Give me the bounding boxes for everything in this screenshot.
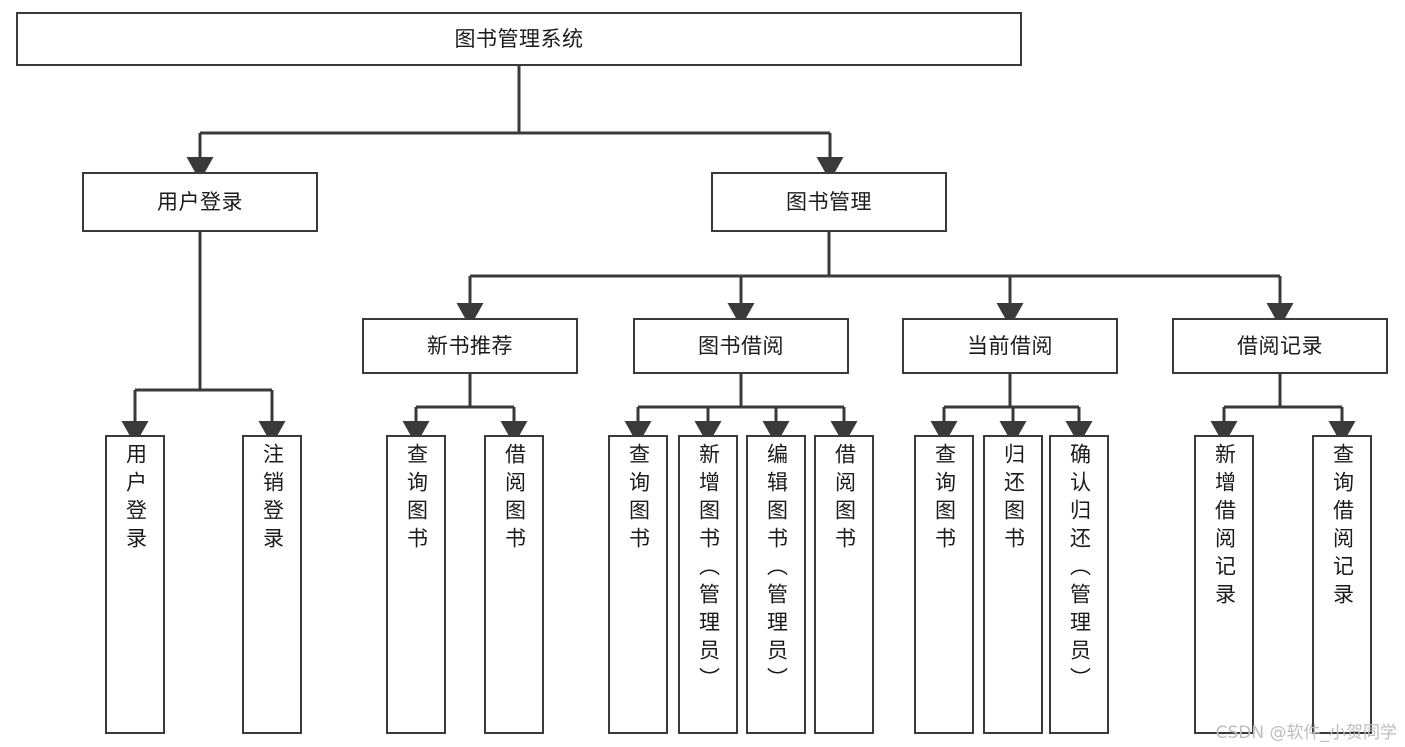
node-leaf-confirm-return-admin-label: 确认归还（管理员） (1067, 443, 1092, 695)
node-root-label: 图书管理系统 (454, 26, 584, 51)
node-leaf-confirm-return-admin[interactable]: 确认归还（管理员） (1049, 435, 1109, 734)
node-leaf-query-borrow-record[interactable]: 查询借阅记录 (1312, 435, 1372, 734)
node-book-borrow-label: 图书借阅 (698, 333, 784, 358)
node-leaf-logout[interactable]: 注销登录 (242, 435, 302, 734)
node-leaf-logout-label: 注销登录 (260, 443, 285, 555)
node-leaf-add-borrow-record-label: 新增借阅记录 (1212, 443, 1237, 611)
node-leaf-borrow-book-label: 借阅图书 (832, 443, 857, 555)
node-leaf-borrow-book-recommend[interactable]: 借阅图书 (484, 435, 544, 734)
node-user-login-label: 用户登录 (157, 189, 243, 214)
node-current-borrow[interactable]: 当前借阅 (902, 318, 1118, 374)
node-book-management[interactable]: 图书管理 (711, 172, 947, 232)
node-root[interactable]: 图书管理系统 (16, 12, 1022, 66)
node-book-management-label: 图书管理 (786, 189, 872, 214)
node-leaf-query-book-borrow-label: 查询图书 (626, 443, 651, 555)
node-borrow-record[interactable]: 借阅记录 (1172, 318, 1388, 374)
node-leaf-query-book-current-label: 查询图书 (932, 443, 957, 555)
node-leaf-add-book-admin[interactable]: 新增图书（管理员） (678, 435, 738, 734)
node-leaf-return-book[interactable]: 归还图书 (983, 435, 1043, 734)
node-leaf-edit-book-admin-label: 编辑图书（管理员） (764, 443, 789, 695)
node-book-borrow[interactable]: 图书借阅 (633, 318, 849, 374)
node-leaf-query-borrow-record-label: 查询借阅记录 (1330, 443, 1355, 611)
node-leaf-add-borrow-record[interactable]: 新增借阅记录 (1194, 435, 1254, 734)
node-leaf-query-book-recommend[interactable]: 查询图书 (386, 435, 446, 734)
node-user-login[interactable]: 用户登录 (82, 172, 318, 232)
node-new-book-recommend-label: 新书推荐 (427, 333, 513, 358)
csdn-watermark: CSDN @软件_小贺同学 (1215, 723, 1397, 743)
node-leaf-add-book-admin-label: 新增图书（管理员） (696, 443, 721, 695)
node-leaf-user-login-label: 用户登录 (123, 443, 148, 555)
node-leaf-query-book-borrow[interactable]: 查询图书 (608, 435, 668, 734)
node-leaf-edit-book-admin[interactable]: 编辑图书（管理员） (746, 435, 806, 734)
node-leaf-borrow-book[interactable]: 借阅图书 (814, 435, 874, 734)
node-current-borrow-label: 当前借阅 (967, 333, 1053, 358)
node-leaf-user-login[interactable]: 用户登录 (105, 435, 165, 734)
node-borrow-record-label: 借阅记录 (1237, 333, 1323, 358)
node-leaf-query-book-recommend-label: 查询图书 (404, 443, 429, 555)
node-leaf-borrow-book-recommend-label: 借阅图书 (502, 443, 527, 555)
node-leaf-return-book-label: 归还图书 (1001, 443, 1026, 555)
node-new-book-recommend[interactable]: 新书推荐 (362, 318, 578, 374)
node-leaf-query-book-current[interactable]: 查询图书 (914, 435, 974, 734)
